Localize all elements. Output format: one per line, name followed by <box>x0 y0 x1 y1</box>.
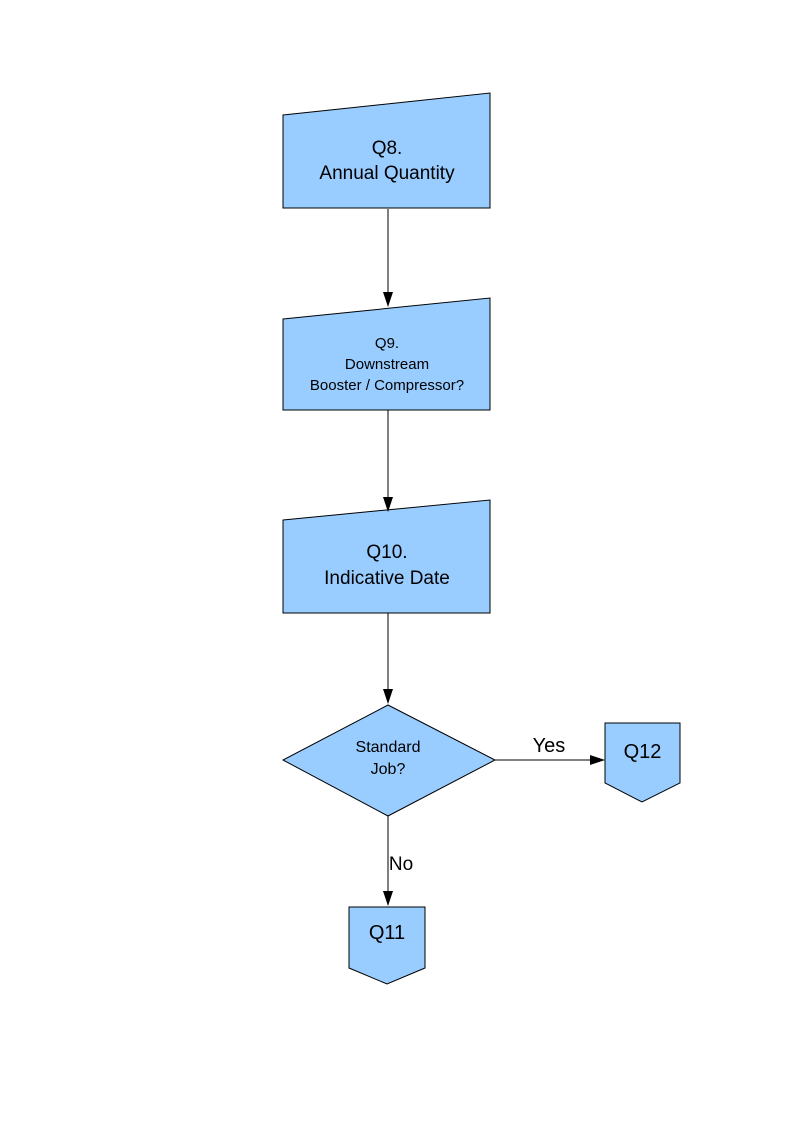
q8-label-line1: Q8. <box>371 138 403 159</box>
decision-label-line2: Job? <box>370 761 406 778</box>
no-label-text: No <box>388 854 414 875</box>
q8-node-label: Q8. Annual Quantity <box>283 136 491 186</box>
q9-node-shape <box>282 297 491 411</box>
q10-label-line1: Q10. <box>366 542 408 563</box>
q10-node-label: Q10. Indicative Date <box>283 540 491 592</box>
decision-node-label: Standard Job? <box>300 737 476 781</box>
q9-label-line2: Downstream <box>344 356 430 373</box>
q11-node-shape <box>348 906 426 985</box>
decision-label-line1: Standard <box>355 739 421 756</box>
q10-label-line2: Indicative Date <box>324 568 450 589</box>
q10-node-shape <box>282 499 491 614</box>
q12-node-shape <box>604 722 681 803</box>
yes-edge-label: Yes <box>518 734 580 758</box>
q9-label-line1: Q9. <box>374 335 400 352</box>
q12-node-label: Q12 <box>605 740 680 764</box>
yes-label-text: Yes <box>532 735 566 757</box>
no-edge-label: No <box>381 853 421 877</box>
q8-node-shape <box>282 92 491 209</box>
q11-node-label: Q11 <box>349 921 425 945</box>
q11-label-line1: Q11 <box>368 922 406 944</box>
q12-label-line1: Q12 <box>623 741 662 763</box>
q8-label-line2: Annual Quantity <box>319 163 455 184</box>
q9-node-label: Q9. Downstream Booster / Compressor? <box>283 333 491 396</box>
q9-label-line3: Booster / Compressor? <box>309 377 465 394</box>
